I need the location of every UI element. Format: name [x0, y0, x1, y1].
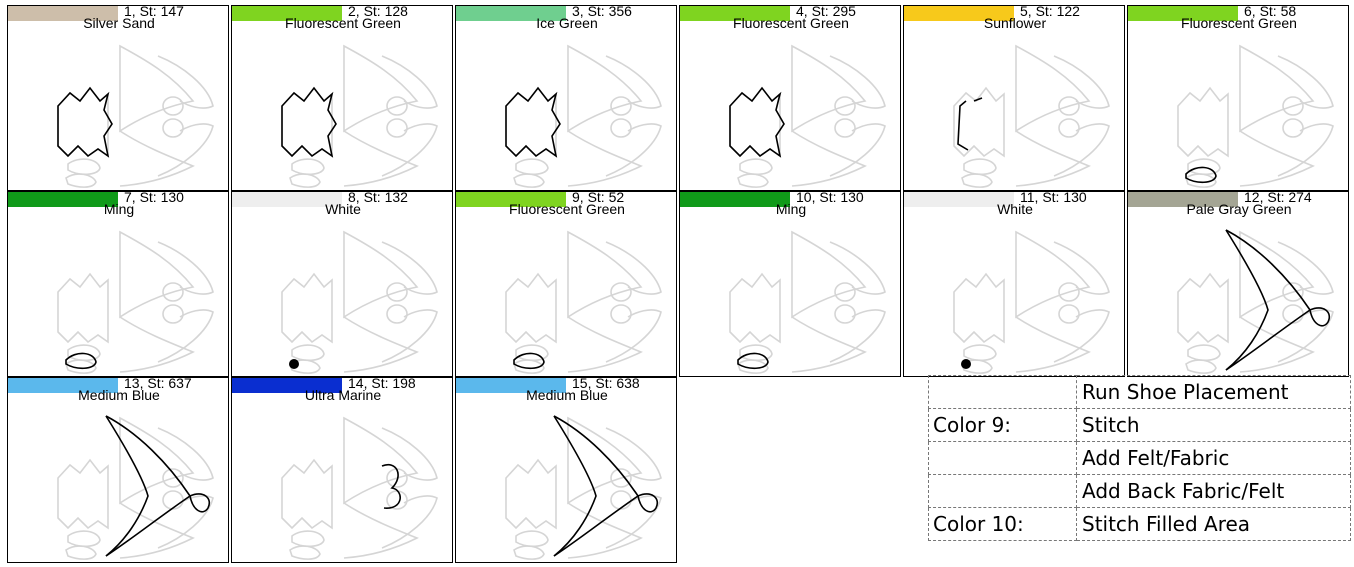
note-label: [929, 442, 1077, 475]
note-label: Color 9:: [929, 409, 1077, 442]
stitch-preview: [456, 192, 677, 377]
note-label: [929, 475, 1077, 508]
note-text: Add Back Fabric/Felt: [1077, 475, 1351, 508]
note-row: Add Felt/Fabric: [929, 442, 1351, 475]
stitch-preview: [8, 6, 229, 191]
note-text: Add Felt/Fabric: [1077, 442, 1351, 475]
stitch-preview: [1128, 192, 1349, 377]
stitch-preview: [456, 378, 677, 563]
stitch-preview: [456, 6, 677, 191]
stitch-preview: [8, 192, 229, 377]
note-text: Stitch: [1077, 409, 1351, 442]
stitch-preview: [232, 6, 453, 191]
note-text: Run Shoe Placement: [1077, 376, 1351, 409]
note-row: Color 10: Stitch Filled Area: [929, 508, 1351, 541]
note-row: Color 9: Stitch: [929, 409, 1351, 442]
stitch-preview: [904, 192, 1125, 377]
note-label: Color 10:: [929, 508, 1077, 541]
note-row: Add Back Fabric/Felt: [929, 475, 1351, 508]
stitch-notes-table: Run Shoe Placement Color 9: Stitch Add F…: [928, 375, 1351, 541]
note-row: Run Shoe Placement: [929, 376, 1351, 409]
stitch-preview: [1128, 6, 1349, 191]
stitch-preview: [232, 192, 453, 377]
stitch-preview: [680, 192, 901, 377]
stitch-preview: [232, 378, 453, 563]
stitch-preview: [680, 6, 901, 191]
stitch-preview: [8, 378, 229, 563]
note-text: Stitch Filled Area: [1077, 508, 1351, 541]
note-label: [929, 376, 1077, 409]
stitch-preview: [904, 6, 1125, 191]
